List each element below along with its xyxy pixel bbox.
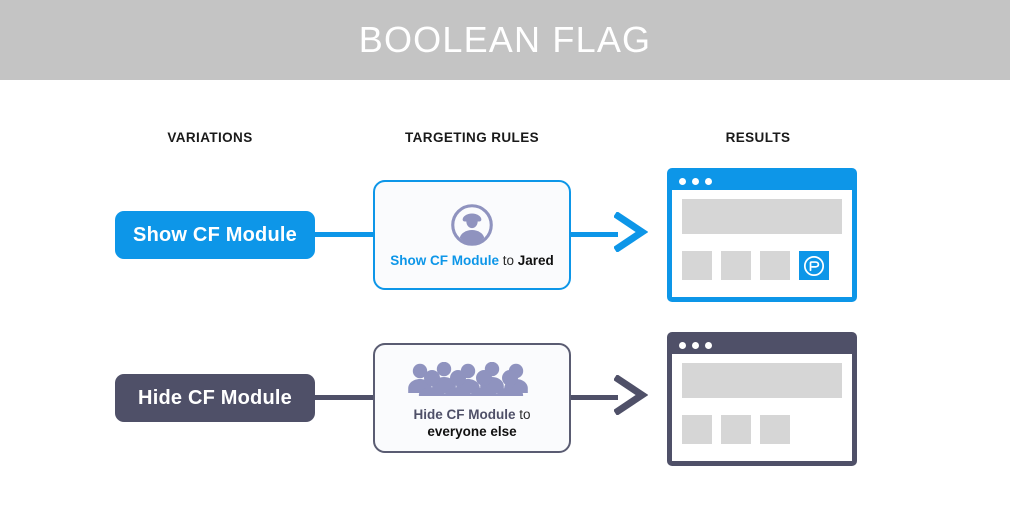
flow-arrow-row1 [614,212,648,252]
result-browser-window-show [667,168,857,302]
variation-pill-hide-cf-module[interactable]: Hide CF Module [115,374,315,422]
content-tile [721,415,751,444]
targeting-rule-text-show: Show CF Module to Jared [384,252,560,269]
content-placeholder-bar [682,199,842,234]
rule-target-label: everyone else [427,424,517,439]
connector-line-row2-left [310,395,376,400]
connector-line-row1-left [310,232,376,237]
variation-pill-label: Hide CF Module [138,386,292,409]
cf-module-tile [799,251,829,280]
column-header-results: RESULTS [725,130,791,145]
rule-variation-label: Hide CF Module [413,407,516,422]
content-tile-row [682,251,842,280]
rule-target-label: Jared [517,252,554,268]
targeting-rule-card-show[interactable]: Show CF Module to Jared [373,180,571,290]
window-dot-icon [705,178,712,185]
variation-pill-show-cf-module[interactable]: Show CF Module [115,211,315,259]
connector-line-row2-right [568,395,618,400]
content-tile [682,415,712,444]
result-browser-window-hide [667,332,857,466]
content-placeholder-bar [682,363,842,398]
rule-variation-label: Show CF Module [390,252,499,268]
crowd-of-people-icon [406,356,538,402]
variation-pill-label: Show CF Module [133,223,297,246]
single-user-icon [450,202,494,248]
flow-arrow-row2 [614,375,648,415]
content-tile [721,251,751,280]
window-dot-icon [692,178,699,185]
column-header-variations: VARIATIONS [167,130,253,145]
targeting-rule-card-hide[interactable]: Hide CF Module to everyone else [373,343,571,453]
page-title: BOOLEAN FLAG [358,19,652,60]
window-dot-icon [692,342,699,349]
browser-title-bar-row1 [672,173,852,190]
page-header: BOOLEAN FLAG [0,0,1010,80]
rule-connector-word: to [498,252,518,268]
cf-module-flag-icon [803,255,825,276]
content-tile [760,415,790,444]
window-dot-icon [679,342,686,349]
browser-content-row1 [672,190,852,297]
window-dot-icon [679,178,686,185]
content-tile [682,251,712,280]
browser-title-bar-row2 [672,337,852,354]
content-tile-row [682,415,842,444]
targeting-rule-text-hide: Hide CF Module to everyone else [407,406,536,440]
content-tile [760,251,790,280]
browser-content-row2 [672,354,852,461]
window-dot-icon [705,342,712,349]
column-header-targeting-rules: TARGETING RULES [405,130,539,145]
rule-connector-word: to [515,407,531,422]
connector-line-row1-right [568,232,618,237]
